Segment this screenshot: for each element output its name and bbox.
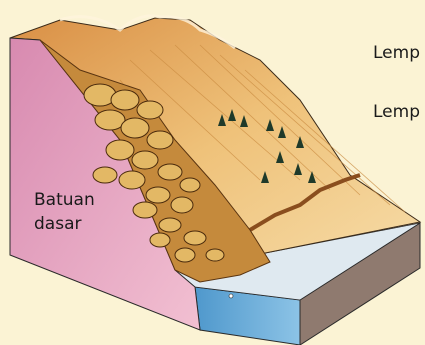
bedrock-label-line2: dasar xyxy=(34,212,95,236)
upper-right-label: Lemp xyxy=(373,41,420,65)
boulder-icon xyxy=(106,140,134,160)
bedrock-label-line1: Batuan xyxy=(34,188,95,212)
boulder-icon xyxy=(180,178,200,192)
boulder-icon xyxy=(146,187,170,203)
pebble-icon xyxy=(229,294,233,298)
boulder-icon xyxy=(121,118,149,138)
boulder-icon xyxy=(93,167,117,183)
bedrock-label: Batuan dasar xyxy=(34,188,95,236)
boulder-icon xyxy=(133,202,157,218)
boulder-icon xyxy=(158,164,182,180)
boulder-icon xyxy=(111,90,139,110)
boulder-icon xyxy=(147,131,173,149)
middle-right-label: Lemp xyxy=(373,100,420,124)
boulder-icon xyxy=(206,249,224,261)
boulder-icon xyxy=(132,151,158,169)
boulder-icon xyxy=(159,218,181,232)
boulder-icon xyxy=(137,101,163,119)
boulder-icon xyxy=(95,110,125,130)
boulder-icon xyxy=(119,171,145,189)
boulder-icon xyxy=(175,248,195,262)
boulder-icon xyxy=(184,231,206,245)
boulder-icon xyxy=(171,197,193,213)
boulder-icon xyxy=(150,233,170,247)
